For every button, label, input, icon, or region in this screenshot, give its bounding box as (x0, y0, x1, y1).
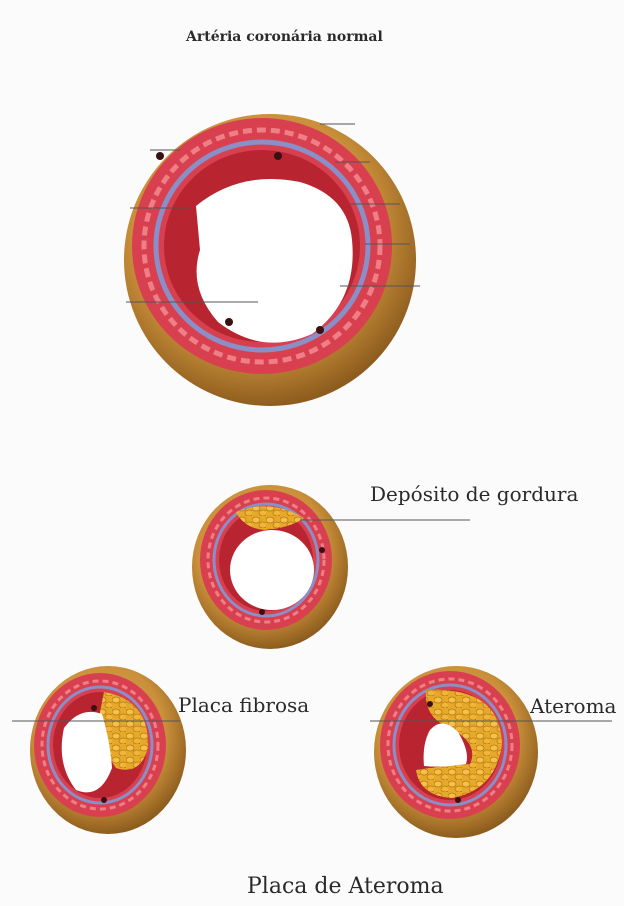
fat-deposit-label: Depósito de gordura (370, 482, 578, 506)
atheroma-artery (370, 666, 612, 838)
caption: Placa de Ateroma (247, 874, 444, 899)
lumen (196, 179, 353, 343)
lumen (230, 530, 314, 610)
fat-deposit-artery (192, 485, 470, 649)
atheroma-label: Ateroma (529, 694, 617, 718)
fibrous-plaque-artery (12, 666, 186, 834)
fibrous-plaque-label: Placa fibrosa (178, 693, 309, 717)
normal-artery (124, 114, 420, 406)
diagram-title: Artéria coronária normal (185, 29, 383, 45)
